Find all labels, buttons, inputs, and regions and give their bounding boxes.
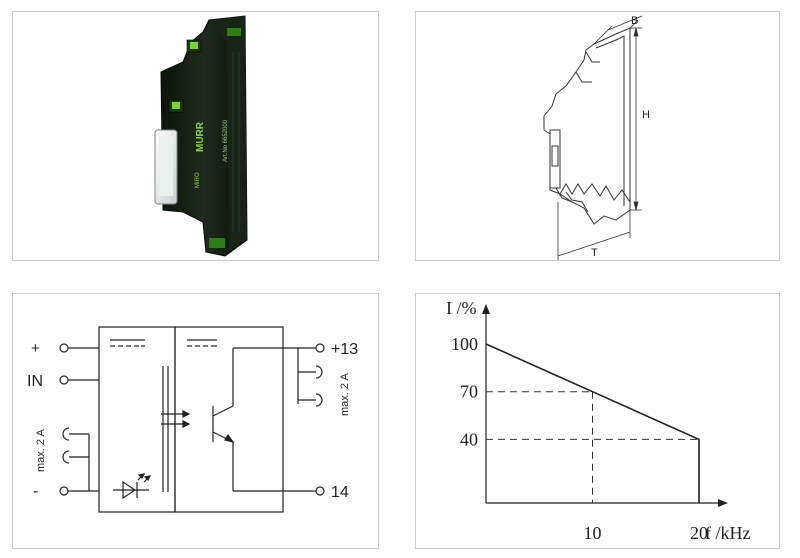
x-tick-label: 10 [584,523,602,543]
y-tick-label: 40 [460,429,478,449]
x-axis-arrow [718,499,728,507]
terminal-in-label: IN [27,373,43,390]
series-label: MIRO [195,172,201,188]
x-tick-label: 20 [690,523,708,543]
x-axis-title: f /kHz [705,523,750,543]
dimension-drawing-panel: B H T [415,11,780,261]
y-tick-label: 100 [451,334,478,354]
dimension-t-label: T [591,247,598,259]
derating-chart-panel: 100 70 40 10 20 I /% f /kHz [415,293,780,549]
y-axis-arrow [482,304,490,314]
terminal-minus-label: - [33,483,38,500]
y-axis-title: I /% [446,298,477,318]
relay-module-photo: MURR MIRO Art.No 6652000 [144,12,262,260]
dimension-b-label: B [631,15,638,27]
left-rating-label: max. 2 A [35,429,47,472]
terminal-plus-label: + [31,340,40,357]
article-number: Art.No 6652000 [223,119,229,162]
circuit-diagram: + IN - +13 14 max. 2 A max. 2 A [27,326,358,513]
brand-logo: MURR [195,121,206,152]
terminal-14-label: 14 [331,484,349,501]
dimension-h-label: H [642,109,650,121]
output-block [174,326,284,513]
y-tick-label: 70 [460,382,478,402]
circuit-diagram-panel: + IN - +13 14 max. 2 A max. 2 A [12,293,379,549]
product-photo-panel: MURR MIRO Art.No 6652000 [12,11,379,261]
derating-chart: 100 70 40 10 20 I /% f /kHz [446,298,750,543]
derating-line [485,343,700,503]
terminal-13-label: +13 [331,341,358,358]
right-rating-label: max. 2 A [339,373,351,416]
dimension-drawing: B H T [543,15,650,260]
